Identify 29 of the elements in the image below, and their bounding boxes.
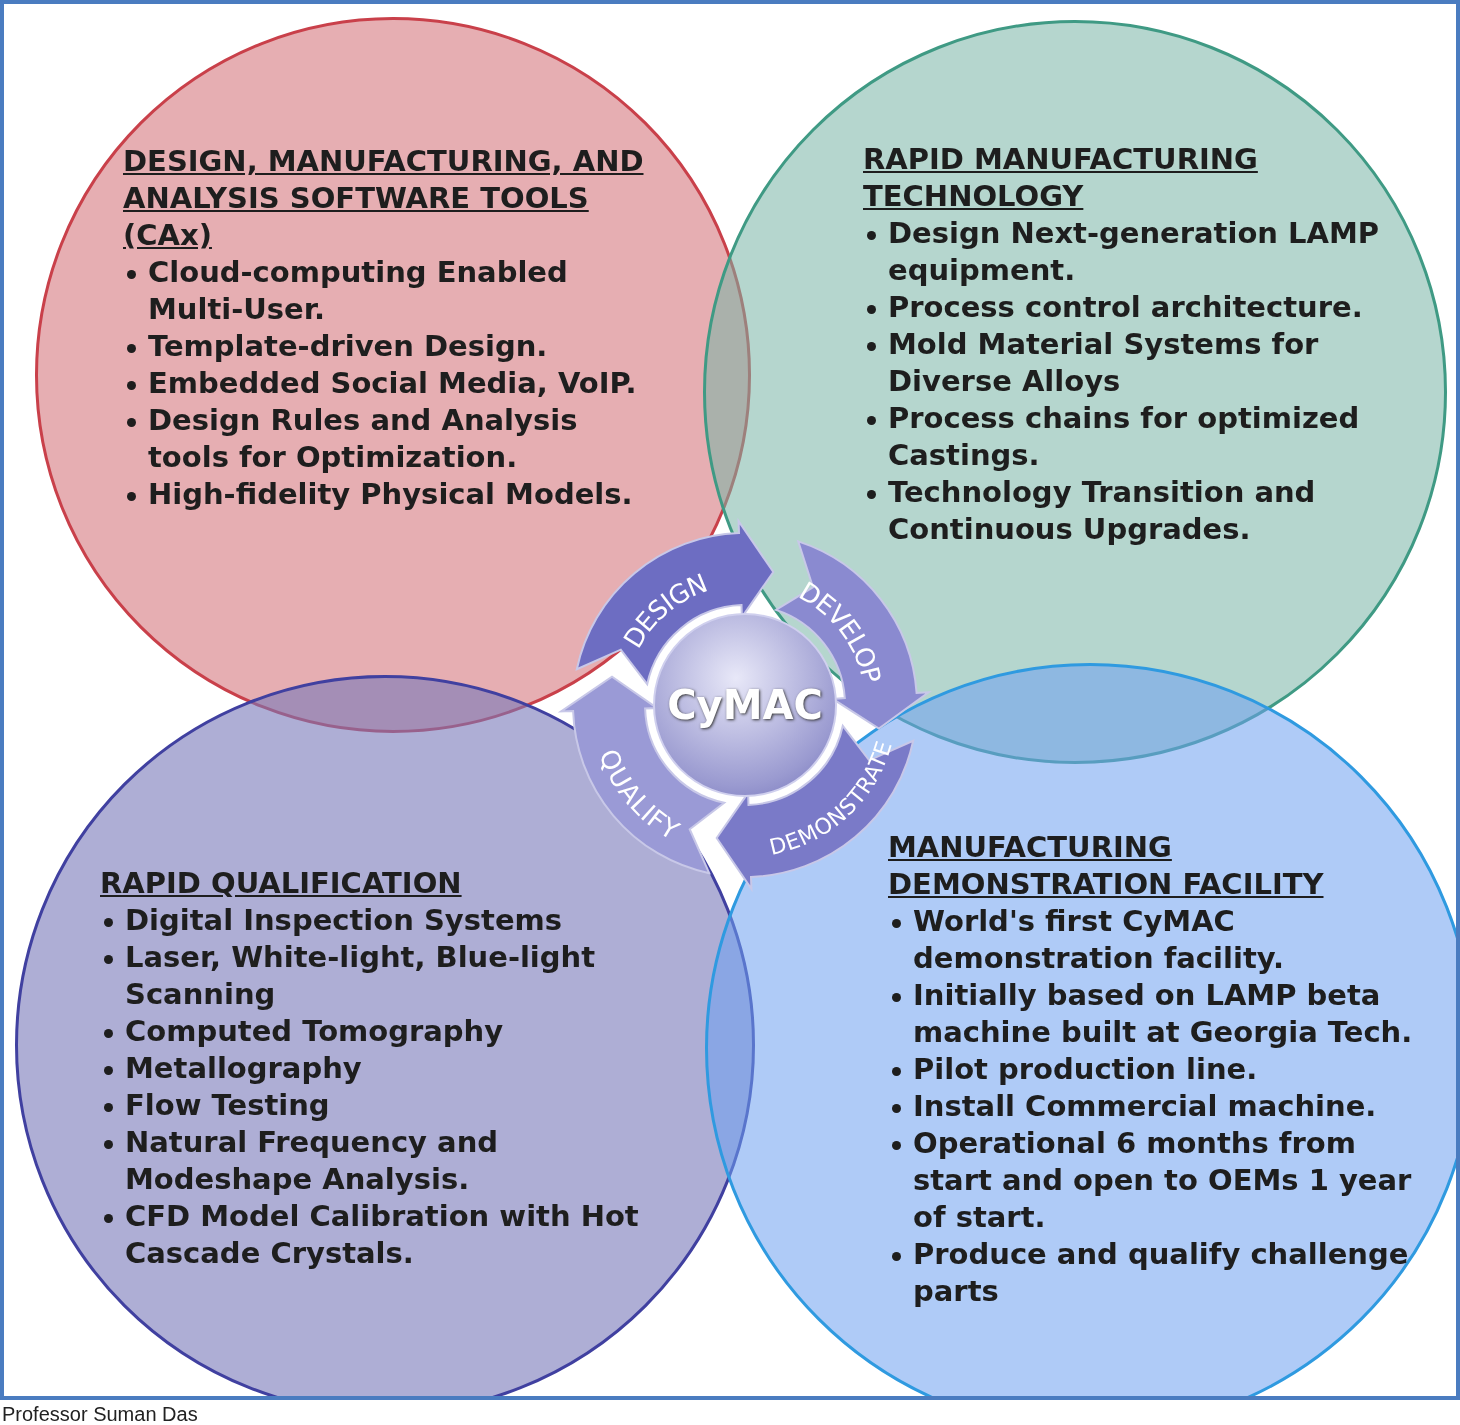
bullet-item: Design Next-generation LAMP equipment. xyxy=(888,215,1381,289)
bullet-item: Digital Inspection Systems xyxy=(125,902,563,939)
bullet-item: Process control architecture. xyxy=(888,289,1363,326)
bullet-item: CFD Model Calibration with Hot Cascade Crystals. xyxy=(125,1198,640,1272)
bullet-item: Mold Material Systems for Diverse Alloys xyxy=(888,326,1320,400)
bullet-item: Design Rules and Analysis tools for Optimization. xyxy=(148,402,579,476)
bullet-item: Process chains for optimized Castings. xyxy=(888,400,1361,474)
bullet-item: Cloud-computing Enabled Multi-User. xyxy=(148,254,569,328)
bullet-item: Initially based on LAMP beta machine built at Georgia Tech. xyxy=(913,977,1414,1051)
circle-heading: MANUFACTURING DEMONSTRATION FACILITY xyxy=(888,830,1325,903)
bullet-item: Produce and qualify challenge parts xyxy=(913,1236,1410,1310)
bullet-item: High-fidelity Physical Models. xyxy=(148,476,633,513)
center-title: CyMAC xyxy=(667,681,823,730)
bullet-item: Embedded Social Media, VoIP. xyxy=(148,365,637,402)
bullet-item: Natural Frequency and Modeshape Analysis. xyxy=(125,1124,500,1198)
bullet-item: Template-driven Design. xyxy=(148,328,548,365)
circle-heading: RAPID QUALIFICATION xyxy=(100,865,463,902)
bullet-item: Install Commercial machine. xyxy=(913,1088,1377,1125)
bullet-item: Laser, White-light, Blue-light Scanning xyxy=(125,939,597,1013)
bullet-item: Metallography xyxy=(125,1050,362,1087)
circle-heading: DESIGN, MANUFACTURING, AND ANALYSIS SOFTWARE TOOLS (CAx) xyxy=(123,143,645,254)
bullet-item: Flow Testing xyxy=(125,1087,330,1124)
bullet-item: World's first CyMAC demonstration facility. xyxy=(913,903,1285,977)
bullet-item: Pilot production line. xyxy=(913,1051,1258,1088)
bullet-item: Operational 6 months from start and open to OEMs 1 year of start. xyxy=(913,1125,1413,1236)
circle-heading: RAPID MANUFACTURING TECHNOLOGY xyxy=(863,141,1259,215)
credit-text: Professor Suman Das xyxy=(2,1402,198,1425)
bullet-item: Computed Tomography xyxy=(125,1013,504,1050)
bullet-item: Technology Transition and Continuous Upgrades. xyxy=(888,474,1317,548)
